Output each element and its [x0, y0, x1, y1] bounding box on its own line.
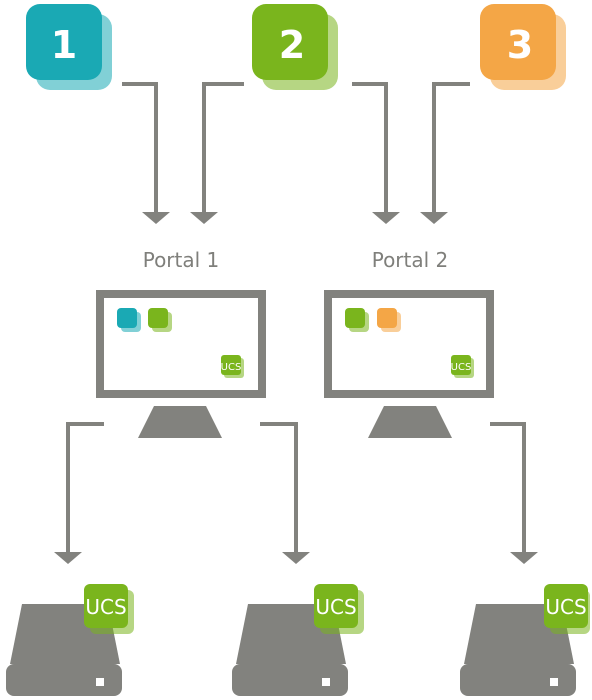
- arrow-heads-bottom: [54, 552, 538, 564]
- app-icon-green: [148, 308, 172, 332]
- portal-1-label: Portal 1: [142, 248, 220, 272]
- server-2: UCS: [232, 584, 364, 696]
- source-badge-1: 1: [26, 4, 112, 90]
- app-icon-orange: [377, 308, 401, 332]
- server-1: UCS: [6, 584, 134, 696]
- monitor-stand: [368, 406, 452, 438]
- source-number: 2: [279, 23, 305, 67]
- app-icon-green: [345, 308, 369, 332]
- app-icon-teal: [117, 308, 141, 332]
- arrow-1-to-portal-1: [122, 82, 158, 212]
- arrowhead: [282, 552, 310, 564]
- arrow-heads-top: [142, 212, 448, 224]
- ucs-logo: UCS: [544, 584, 590, 634]
- server-led: [322, 678, 330, 686]
- portal-to-server-arrows: [66, 422, 526, 552]
- svg-text:UCS: UCS: [545, 595, 586, 619]
- arrowhead: [372, 212, 400, 224]
- arrowhead: [510, 552, 538, 564]
- svg-text:UCS: UCS: [221, 362, 242, 373]
- svg-text:UCS: UCS: [315, 595, 356, 619]
- arrow-2-to-portal-1: [202, 82, 244, 212]
- arrowhead: [420, 212, 448, 224]
- server-3: UCS: [460, 584, 590, 696]
- source-badge-2: 2: [252, 4, 338, 90]
- arrow-portal-2-to-server-3: [490, 422, 526, 552]
- arrow-portal-1-to-server-1: [66, 422, 104, 552]
- source-number: 1: [51, 23, 77, 67]
- arrow-3-to-portal-2: [432, 82, 470, 212]
- ucs-logo: UCS: [314, 584, 364, 634]
- monitor-stand: [138, 406, 222, 438]
- source-to-portal-arrows: [122, 82, 470, 212]
- source-badge-3: 3: [480, 4, 566, 90]
- ucs-logo: UCS: [84, 584, 134, 634]
- svg-text:UCS: UCS: [451, 362, 472, 373]
- server-led: [96, 678, 104, 686]
- arrowhead: [190, 212, 218, 224]
- arrow-2-to-portal-2: [352, 82, 388, 212]
- ucs-logo: UCS: [451, 355, 474, 378]
- portal-2-monitor: UCS: [324, 290, 494, 438]
- ucs-logo: UCS: [221, 355, 244, 378]
- portal-1-monitor: UCS: [96, 290, 266, 438]
- arrowhead: [142, 212, 170, 224]
- arrow-portal-1-to-server-2: [260, 422, 298, 552]
- arrowhead: [54, 552, 82, 564]
- source-number: 3: [507, 23, 533, 67]
- server-led: [550, 678, 558, 686]
- portal-2-label: Portal 2: [371, 248, 449, 272]
- svg-text:UCS: UCS: [85, 595, 126, 619]
